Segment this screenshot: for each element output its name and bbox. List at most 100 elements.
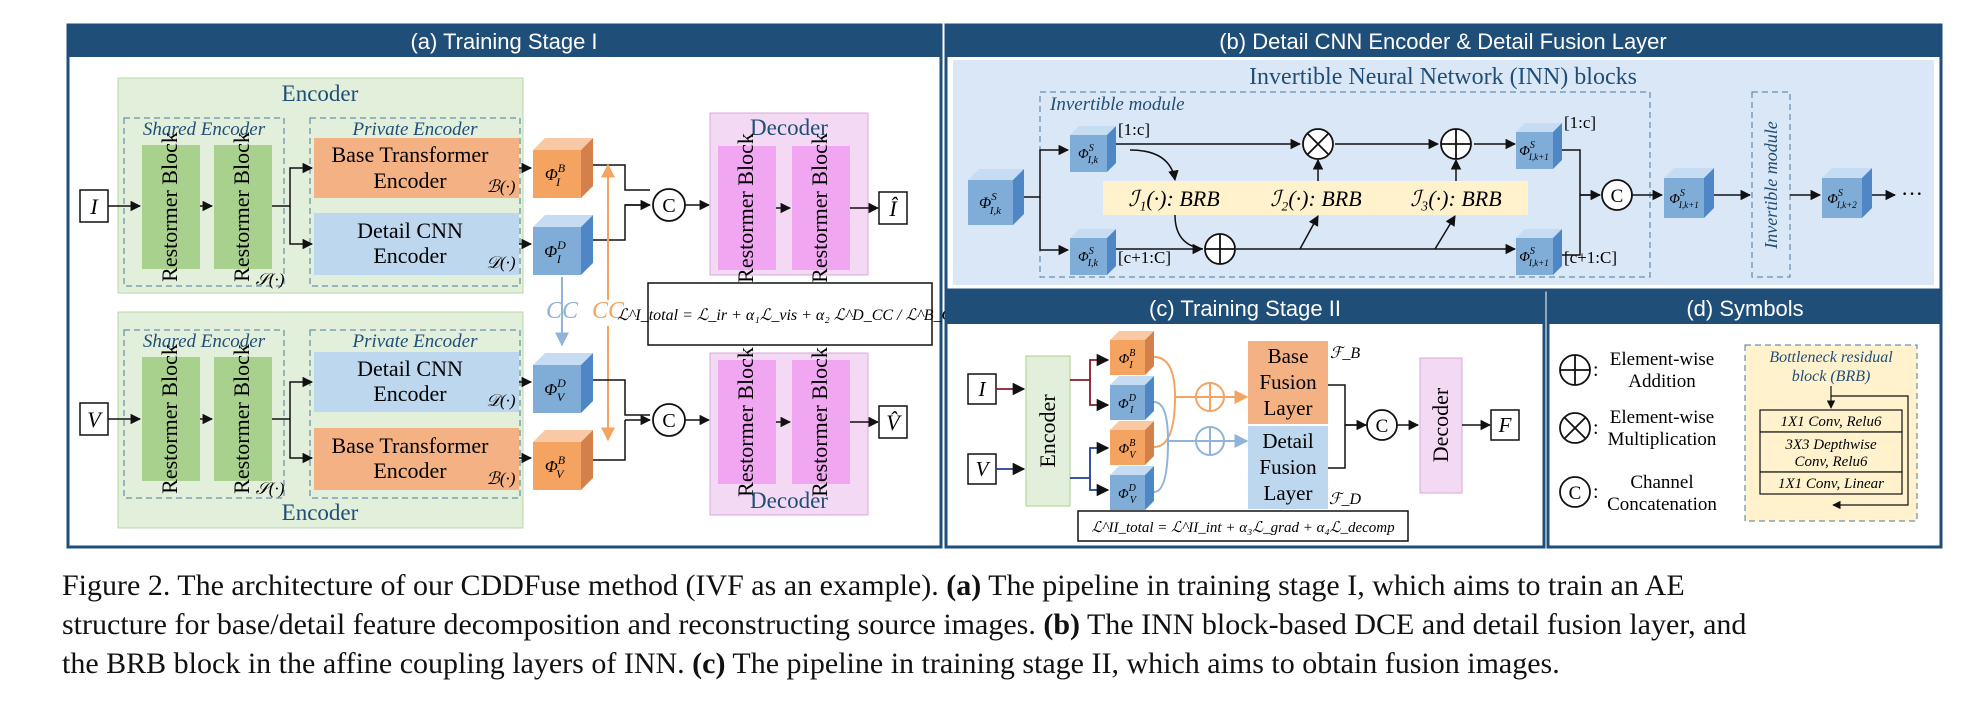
svg-text:C: C bbox=[662, 195, 675, 217]
svg-text:F: F bbox=[1498, 413, 1512, 437]
svg-text:ΦSI,k: ΦSI,k bbox=[979, 191, 1002, 217]
svg-text:Encoder: Encoder bbox=[373, 381, 447, 406]
stage2-input-vis bbox=[967, 453, 997, 485]
svg-text:Conv, Relu6: Conv, Relu6 bbox=[1794, 454, 1868, 470]
bottom-restormer-1 bbox=[142, 357, 200, 481]
svg-text:C: C bbox=[1569, 483, 1582, 504]
svg-text:Element-wise: Element-wise bbox=[1610, 349, 1714, 370]
svg-text:C: C bbox=[662, 410, 675, 432]
svg-text::: : bbox=[1593, 481, 1599, 503]
inn-ellipsis: ··· bbox=[1901, 181, 1923, 206]
svg-text:ΦDV: ΦDV bbox=[544, 376, 566, 404]
bottom-shared-encoder-label: Shared Encoder bbox=[143, 331, 266, 352]
cc-base-label: CC bbox=[592, 298, 625, 324]
invertible-module-2 bbox=[1751, 91, 1791, 278]
bottom-base-transformer bbox=[314, 428, 519, 490]
svg-text:Layer: Layer bbox=[1264, 481, 1313, 505]
panel-b-title: (b) Detail CNN Encoder & Detail Fusion L… bbox=[1219, 29, 1667, 54]
base-fusion-layer bbox=[1248, 341, 1328, 424]
inn-title: Invertible Neural Network (INN) blocks bbox=[1249, 64, 1637, 90]
inn-area bbox=[953, 60, 1934, 285]
svg-text:V̂: V̂ bbox=[886, 410, 902, 435]
loss-stage1: ℒ^I_total = ℒ_ir + α₁ℒ_vis + α₂ ℒ^D_CC /… bbox=[617, 307, 963, 324]
bottom-private-encoder-label: Private Encoder bbox=[351, 331, 478, 352]
svg-text:Detail CNN: Detail CNN bbox=[357, 218, 463, 243]
svg-text:C: C bbox=[1376, 416, 1389, 437]
top-detail-cnn bbox=[314, 213, 519, 275]
loss-stage2: ℒ^II_total = ℒ^II_int + α₃ℒ_grad + α₄ℒ_d… bbox=[1091, 520, 1395, 536]
svg-text:V: V bbox=[87, 407, 103, 432]
svg-text:Restormer Block: Restormer Block bbox=[229, 132, 254, 282]
svg-text:ΦDI: ΦDI bbox=[544, 238, 566, 266]
svg-text:C: C bbox=[1611, 186, 1624, 207]
panel-a-title: (a) Training Stage I bbox=[410, 29, 597, 54]
loss-stage2-box bbox=[1077, 510, 1409, 542]
svg-text:1X1 Conv, Relu6: 1X1 Conv, Relu6 bbox=[1781, 414, 1882, 430]
svg-text:[1:c]: [1:c] bbox=[1118, 120, 1150, 139]
bottom-restormer-2 bbox=[214, 357, 272, 481]
brb1-box bbox=[1103, 181, 1246, 215]
bottom-detail-cnn bbox=[314, 352, 519, 412]
svg-text:ΦSI,k: ΦSI,k bbox=[1078, 143, 1099, 166]
caption-line-3: the BRB block in the affine coupling lay… bbox=[62, 647, 1560, 680]
stage2-output bbox=[1490, 409, 1520, 441]
svg-text:Î: Î bbox=[888, 196, 898, 221]
svg-text:ΦBV: ΦBV bbox=[1119, 438, 1138, 461]
svg-text:Encoder: Encoder bbox=[373, 458, 447, 483]
top-restormer-1 bbox=[142, 145, 200, 269]
svg-text:Base Transformer: Base Transformer bbox=[331, 142, 489, 167]
cc-detail-label: CC bbox=[546, 298, 579, 324]
svg-text:[c+1:C]: [c+1:C] bbox=[1118, 248, 1171, 267]
svg-text:I: I bbox=[89, 194, 99, 219]
svg-text:Detail CNN: Detail CNN bbox=[357, 356, 463, 381]
svg-text:Encoder: Encoder bbox=[373, 168, 447, 193]
svg-text:Restormer Block: Restormer Block bbox=[229, 344, 254, 494]
caption-line-2: structure for base/detail feature decomp… bbox=[62, 608, 1747, 641]
svg-text:[c+1:C]: [c+1:C] bbox=[1564, 248, 1617, 267]
svg-text:Restormer Block: Restormer Block bbox=[733, 133, 758, 283]
svg-text:Addition: Addition bbox=[1628, 371, 1696, 392]
top-restormer-2 bbox=[214, 145, 272, 269]
svg-text:ℐ₃(·): BRB: ℐ₃(·): BRB bbox=[1410, 186, 1501, 211]
svg-text:Bottleneck residual: Bottleneck residual bbox=[1769, 349, 1893, 366]
svg-text:Detail: Detail bbox=[1262, 429, 1313, 453]
svg-text:Channel: Channel bbox=[1630, 472, 1693, 493]
svg-text:𝒮(·): 𝒮(·) bbox=[256, 479, 285, 498]
svg-text:ℱ_B: ℱ_B bbox=[1330, 345, 1361, 362]
panel-d-title: (d) Symbols bbox=[1686, 296, 1803, 321]
output-vis-box bbox=[878, 405, 908, 439]
detail-fusion-layer bbox=[1248, 426, 1328, 509]
top-shared-encoder-label: Shared Encoder bbox=[143, 119, 266, 140]
top-base-transformer bbox=[314, 138, 519, 198]
svg-text:Restormer Block: Restormer Block bbox=[157, 344, 182, 494]
figure-caption: Figure 2. The architecture of our CDDFus… bbox=[62, 566, 1962, 683]
svg-text:ℬ(·): ℬ(·) bbox=[487, 469, 516, 488]
svg-text:ΦSI,k: ΦSI,k bbox=[1078, 246, 1099, 269]
panel-a: (a) Training Stage I Encoder Shared Enco… bbox=[66, 23, 963, 549]
brb2-box bbox=[1245, 181, 1388, 215]
panel-b: (b) Detail CNN Encoder & Detail Fusion L… bbox=[944, 23, 1943, 292]
svg-text:Fusion: Fusion bbox=[1259, 370, 1317, 394]
svg-text:Fusion: Fusion bbox=[1259, 455, 1317, 479]
invertible-module-label: Invertible module bbox=[1049, 94, 1185, 115]
svg-text:Base Transformer: Base Transformer bbox=[331, 433, 489, 458]
svg-text:Layer: Layer bbox=[1264, 396, 1313, 420]
svg-text:I: I bbox=[978, 377, 987, 401]
brb-layer-2 bbox=[1759, 431, 1903, 473]
top-encoder-label: Encoder bbox=[282, 81, 359, 106]
svg-text:𝒟(·): 𝒟(·) bbox=[486, 391, 515, 410]
svg-text:3X3 Depthwise: 3X3 Depthwise bbox=[1784, 437, 1877, 453]
input-ir-box bbox=[79, 189, 109, 223]
brb3-box bbox=[1385, 181, 1528, 215]
